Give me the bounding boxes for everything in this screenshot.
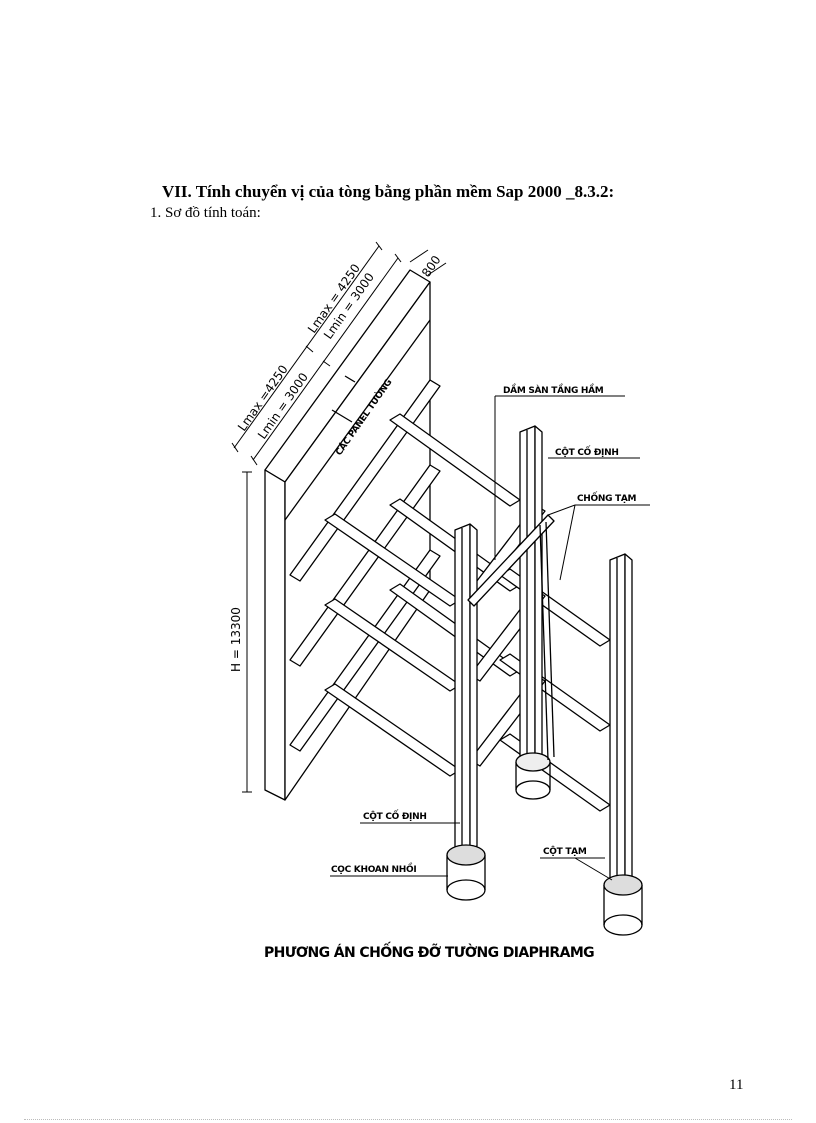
label-fixed-col-top: CỘT CỐ ĐỊNH (555, 445, 619, 458)
temporary-braces (467, 514, 555, 761)
leader-lines (330, 395, 650, 881)
footer-divider (24, 1119, 792, 1120)
label-brace: CHỐNG TẠM (577, 491, 637, 504)
figure-caption: PHƯƠNG ÁN CHỐNG ĐỠ TƯỜNG DIAPHRAMG (264, 945, 595, 961)
page-number: 11 (729, 1077, 744, 1093)
label-fixed-col-bottom: CỘT CỐ ĐỊNH (363, 809, 427, 822)
dim-thickness: 800 (419, 253, 444, 280)
temporary-column (603, 553, 643, 936)
dim-height: H = 13300 (229, 607, 243, 672)
wall-walers (284, 319, 441, 752)
label-beam: DẦM SÀN TẦNG HẦM (503, 383, 604, 396)
section-heading: VII. Tính chuyển vị của tòng bằng phần m… (162, 182, 615, 201)
label-temp-col: CỘT TẠM (543, 846, 587, 857)
fixed-column-back (515, 425, 551, 800)
dimension-lines (231, 241, 447, 793)
label-pile: CỌC KHOAN NHỒI (331, 862, 416, 875)
subsection-heading: 1. Sơ đồ tính toán: (150, 205, 261, 221)
